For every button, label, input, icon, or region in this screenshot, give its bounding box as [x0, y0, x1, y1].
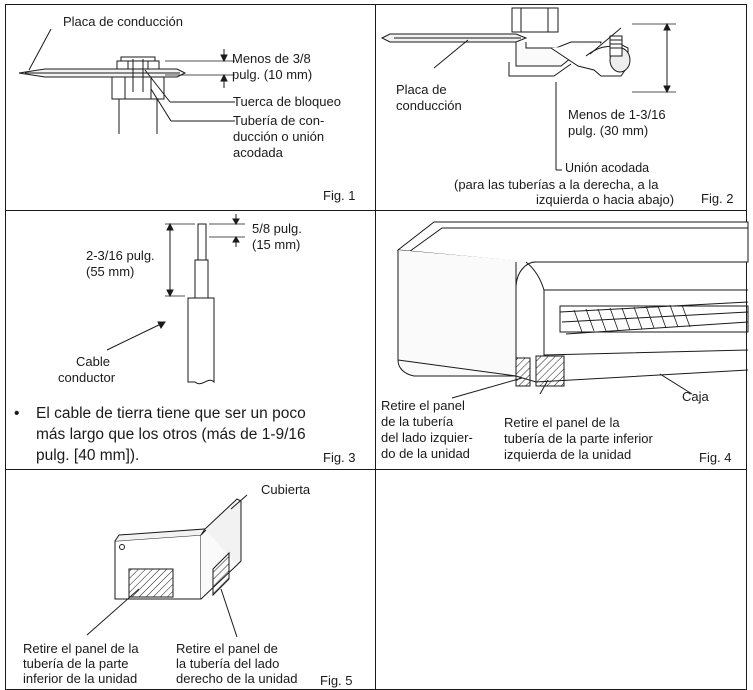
- empty-panel: [376, 470, 747, 689]
- fig3-note-line-1: El cable de tierra tiene que ser un poco: [36, 405, 306, 422]
- column-divider: [375, 4, 376, 689]
- fig2-placa-label-1: Placa de: [396, 82, 447, 97]
- fig5-left-label-3: inferior de la unidad: [23, 671, 138, 686]
- fig4-right-label-2: tubería de la parte inferior: [504, 431, 653, 446]
- fig2-drawing: [380, 7, 676, 171]
- fig4-left-label-1: Retire el panel: [381, 398, 465, 413]
- fig2-union-label: Unión acodada: [565, 161, 650, 175]
- fig4-right-label-3: izquierda de la unidad: [504, 447, 632, 462]
- fig3-bullet: •: [14, 405, 20, 422]
- fig5-cubierta-label: Cubierta: [261, 482, 311, 497]
- fig3-dim2-label-2: (15 mm): [252, 237, 301, 252]
- fig5-left-label-1: Retire el panel de la: [23, 641, 139, 656]
- fig4-left-label-3: del lado izquier-: [381, 430, 473, 445]
- fig1-tuerca-label: Tuerca de bloqueo: [233, 94, 341, 109]
- fig5-left-label-2: tubería de la parte: [23, 656, 129, 671]
- fig5-right-label-2: la tubería del lado: [176, 656, 280, 671]
- fig3-caption: Fig. 3: [323, 450, 356, 465]
- fig2-caption: Fig. 2: [701, 191, 734, 206]
- fig1-tuberia-label-1: Tubería de con-: [233, 113, 325, 128]
- fig1-tuberia-label-3: acodada: [233, 145, 283, 160]
- fig3-note-line-2: más largo que los otros (más de 1-9/16: [36, 426, 306, 443]
- row-divider-1: [5, 210, 747, 211]
- fig5-right-label-1: Retire el panel de: [176, 641, 278, 656]
- fig1-menos-label-2: pulg. (10 mm): [232, 67, 313, 82]
- fig4-left-label-2: de la tubería: [381, 414, 454, 429]
- fig5-right-label-3: derecho de la unidad: [176, 671, 298, 686]
- fig3-cable-label-1: Cable: [76, 354, 110, 369]
- fig3-drawing: [106, 214, 245, 385]
- fig2-menos-label-2: pulg. (30 mm): [568, 123, 649, 138]
- fig3-dim2-label-1: 5/8 pulg.: [252, 221, 302, 236]
- fig2-placa-label-2: conducción: [396, 98, 462, 113]
- fig4-right-label-1: Retire el panel de la: [504, 415, 620, 430]
- fig5-drawing: [86, 494, 248, 638]
- row-divider-2: [5, 469, 747, 470]
- fig1-placa-label: Placa de conducción: [63, 14, 183, 29]
- fig3-dim1-label-2: (55 mm): [86, 264, 135, 279]
- fig2-paren-label-1: (para las tuberías a la derecha, a la: [454, 177, 659, 192]
- fig3-dim1-label-1: 2-3/16 pulg.: [86, 248, 155, 263]
- fig2-menos-label-1: Menos de 1-3/16: [568, 107, 666, 122]
- fig1-menos-label-1: Menos de 3/8: [232, 51, 311, 66]
- fig3-note-line-3: pulg. [40 mm]).: [36, 447, 140, 464]
- fig3-cable-label-2: conductor: [58, 370, 116, 385]
- fig4-left-label-4: do de la unidad: [381, 446, 470, 461]
- fig2-paren-label-2: izquierda o hacia abajo): [536, 192, 675, 207]
- fig4-caja-label: Caja: [682, 389, 709, 404]
- fig1-tuberia-label-2: ducción o unión: [233, 129, 325, 144]
- fig4-drawing: [396, 221, 749, 399]
- fig1-drawing: [18, 28, 235, 134]
- fig5-caption: Fig. 5: [320, 673, 353, 688]
- fig1-caption: Fig. 1: [323, 188, 356, 203]
- fig4-caption: Fig. 4: [699, 450, 732, 465]
